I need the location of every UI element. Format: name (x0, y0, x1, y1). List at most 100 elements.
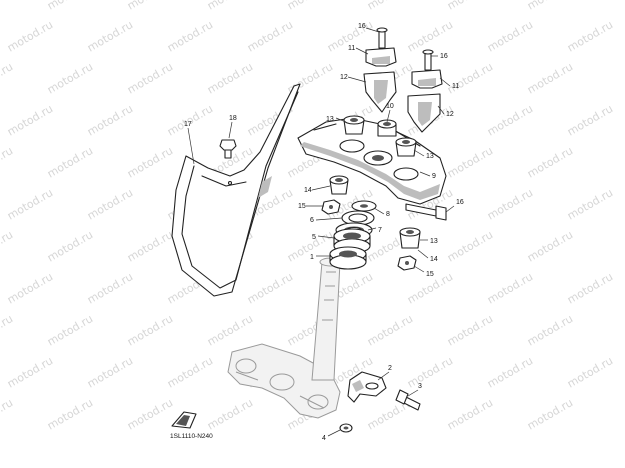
watermark-text: motod.ru (485, 102, 535, 138)
lower-bracket-ghost (227, 343, 341, 419)
callout-10: 10 (386, 103, 394, 110)
watermark-text: motod.ru (5, 270, 55, 306)
bolt-16-side (405, 203, 447, 221)
watermark-text: motod.ru (0, 0, 15, 13)
callout-6: 6 (310, 217, 314, 224)
watermark-text: motod.ru (365, 312, 415, 348)
bolt-18 (219, 139, 237, 159)
watermark-text: motod.ru (45, 396, 95, 432)
callout-2: 2 (388, 365, 392, 372)
watermark-text: motod.ru (285, 0, 335, 13)
diagram-code: 1SL1110-N240 (170, 433, 213, 440)
watermark-text: motod.ru (445, 228, 495, 264)
callout-18: 18 (229, 115, 237, 122)
watermark-text: motod.ru (0, 396, 15, 432)
callout-17: 17 (184, 121, 192, 128)
callout-16-side: 16 (456, 199, 464, 206)
callout-15-right: 15 (426, 271, 434, 278)
watermark-text: motod.ru (565, 270, 615, 306)
watermark-text: motod.ru (165, 18, 215, 54)
leader-lines (187, 27, 455, 437)
watermark-text: motod.ru (5, 18, 55, 54)
damper-14-left (329, 175, 349, 195)
watermark-text: motod.ru (205, 312, 255, 348)
watermark-text: motod.ru (485, 354, 535, 390)
watermark-text: motod.ru (85, 270, 135, 306)
callout-16-top-left: 16 (358, 23, 366, 30)
watermark-text: motod.ru (485, 18, 535, 54)
watermark-text: motod.ru (565, 102, 615, 138)
callout-7: 7 (378, 227, 382, 234)
damper-13-upper-left (343, 115, 365, 135)
watermark-text: motod.ru (205, 0, 255, 13)
watermark-text: motod.ru (525, 228, 575, 264)
watermark-text: motod.ru (85, 18, 135, 54)
watermark-text: motod.ru (405, 18, 455, 54)
cable-guide-2 (347, 371, 387, 403)
callout-labels: 16 11 12 16 11 12 10 13 13 9 16 14 15 8 … (184, 23, 464, 442)
callout-14-left: 14 (304, 187, 312, 194)
watermark-text: motod.ru (525, 312, 575, 348)
watermark-text: motod.ru (45, 144, 95, 180)
callout-16-top-right: 16 (440, 53, 448, 60)
watermark-text: motod.ru (245, 18, 295, 54)
watermark-text: motod.ru (5, 102, 55, 138)
callout-4: 4 (322, 435, 326, 442)
watermark-text: motod.ru (245, 270, 295, 306)
watermark-text: motod.ru (85, 186, 135, 222)
handlebar-holder-left (363, 27, 397, 113)
callout-11-right: 11 (452, 83, 459, 90)
nut-15-left (321, 199, 341, 215)
bearing-1 (329, 246, 367, 270)
watermark-text: motod.ru (205, 396, 255, 432)
watermark-text: motod.ru (45, 60, 95, 96)
callout-5: 5 (312, 234, 316, 241)
watermark-text: motod.ru (125, 0, 175, 13)
watermark-text: motod.ru (525, 396, 575, 432)
watermark-text: motod.ru (0, 228, 15, 264)
watermark-text: motod.ru (85, 354, 135, 390)
damper-13-upper-right (395, 137, 417, 157)
watermark-text: motod.ru (445, 60, 495, 96)
watermark-text: motod.ru (405, 354, 455, 390)
callout-11-left: 11 (348, 45, 355, 52)
watermark-text: motod.ru (125, 312, 175, 348)
watermark-text: motod.ru (45, 228, 95, 264)
watermark-text: motod.ru (525, 60, 575, 96)
watermark-text: motod.ru (205, 60, 255, 96)
callout-3: 3 (418, 383, 422, 390)
watermark-text: motod.ru (445, 396, 495, 432)
seal-4 (339, 423, 353, 433)
watermark-text: motod.ru (5, 186, 55, 222)
watermark-text: motod.ru (485, 270, 535, 306)
watermark-text: motod.ru (45, 312, 95, 348)
watermark-text: motod.ru (0, 312, 15, 348)
watermark-text: motod.ru (565, 186, 615, 222)
watermark-text: motod.ru (445, 144, 495, 180)
watermark-text: motod.ru (565, 354, 615, 390)
callout-15-left: 15 (298, 203, 306, 210)
callout-1: 1 (310, 254, 314, 261)
watermark-text: motod.ru (445, 312, 495, 348)
nut-15-right (397, 255, 417, 271)
watermark-text: motod.ru (0, 60, 15, 96)
bolt-3 (395, 389, 421, 411)
callout-13-upper-right: 13 (426, 153, 434, 160)
handlebar-holder-right (407, 49, 443, 133)
callout-13-lower-right: 13 (430, 238, 438, 245)
watermark-text: motod.ru (125, 144, 175, 180)
watermark-text: motod.ru (165, 354, 215, 390)
watermark-text: motod.ru (565, 18, 615, 54)
watermark-text: motod.ru (445, 0, 495, 13)
callout-14-right: 14 (430, 256, 438, 263)
watermark-text: motod.ru (125, 228, 175, 264)
callout-13-upper-left: 13 (326, 116, 334, 123)
watermark-text: motod.ru (125, 396, 175, 432)
bearing-5 (333, 228, 371, 254)
watermark-text: motod.ru (0, 144, 15, 180)
callout-12-left: 12 (340, 74, 348, 81)
watermark-text: motod.ru (485, 186, 535, 222)
front-arrow-icon (171, 411, 197, 429)
watermark-text: motod.ru (125, 60, 175, 96)
